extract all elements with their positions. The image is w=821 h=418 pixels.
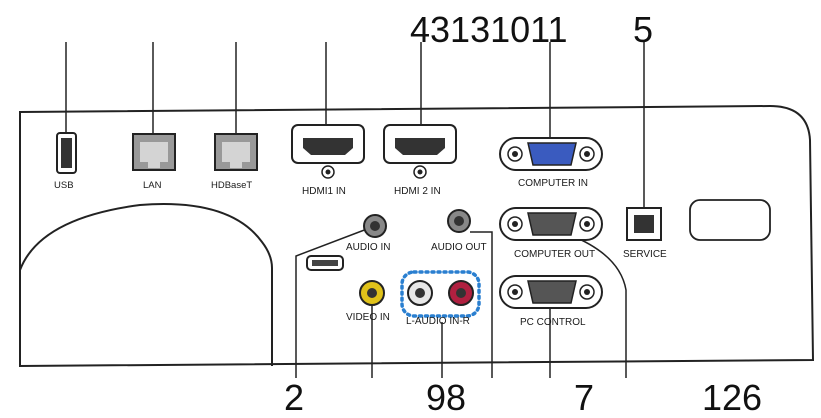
- audio-in-label: AUDIO IN: [346, 242, 390, 253]
- small-slot-inner: [312, 260, 338, 266]
- video-in-label: VIDEO IN: [346, 312, 390, 323]
- service-port: [626, 207, 662, 241]
- computer-in-port: [499, 137, 603, 171]
- callout-top-service: 5: [633, 9, 653, 50]
- audio-lr-highlight: [400, 270, 481, 318]
- panel-curve: [19, 203, 273, 366]
- computer-out-label: COMPUTER OUT: [514, 249, 595, 260]
- audio-r-jack: [448, 280, 474, 306]
- audio-l-jack: [407, 280, 433, 306]
- leader-lines-bottom: [295, 228, 627, 378]
- audio-out-jack: [447, 209, 471, 233]
- usb-label: USB: [54, 180, 74, 191]
- hdbaset-label: HDBaseT: [211, 180, 252, 191]
- hdmi1-port: [291, 124, 365, 179]
- audio-in-jack: [363, 214, 387, 238]
- audio-out-label: AUDIO OUT: [431, 242, 487, 253]
- usb-port: [56, 132, 77, 174]
- callout-top-group: 43131011: [410, 9, 568, 50]
- video-in-jack: [359, 280, 385, 306]
- callout-bottom-video-audio: 98: [426, 377, 466, 418]
- pc-control-label: PC CONTROL: [520, 317, 586, 328]
- computer-out-port: [499, 207, 603, 241]
- lan-label: LAN: [143, 180, 162, 191]
- callout-bottom-pc-control: 7: [574, 377, 594, 418]
- hdmi1-label: HDMI1 IN: [302, 186, 346, 197]
- callout-bottom-audio-in: 2: [284, 377, 304, 418]
- service-label: SERVICE: [623, 249, 667, 260]
- lan-port: [132, 133, 176, 171]
- hdmi2-port: [383, 124, 457, 179]
- pc-control-port: [499, 275, 603, 309]
- audio-lr-label: L-AUDIO IN-R: [406, 316, 470, 327]
- hdbaset-port: [214, 133, 258, 171]
- leader-lines-top: [65, 42, 645, 210]
- security-slot: [689, 199, 771, 241]
- computer-in-connector: [527, 142, 577, 166]
- callout-bottom-computer-out: 126: [702, 377, 762, 418]
- computer-in-label: COMPUTER IN: [518, 178, 588, 189]
- hdmi2-label: HDMI 2 IN: [394, 186, 441, 197]
